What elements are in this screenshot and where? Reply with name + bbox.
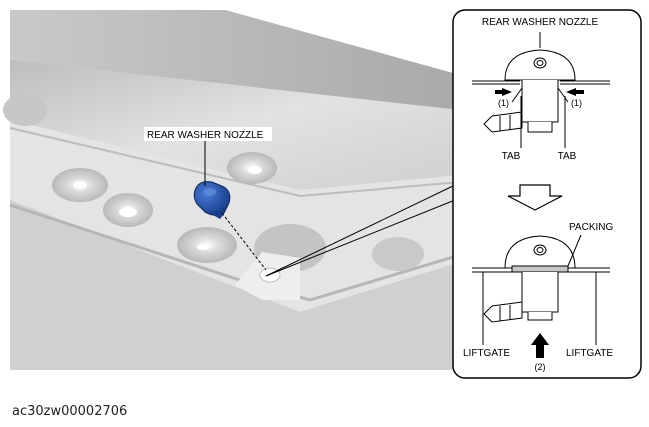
zoom-leader-1 xyxy=(265,184,456,277)
detail-bottom-drawing xyxy=(472,234,610,345)
installation-path-line xyxy=(221,212,267,271)
step-label-right: (1) xyxy=(571,98,582,108)
detail-top-drawing xyxy=(472,32,610,148)
detail-top-title: REAR WASHER NOZZLE xyxy=(482,17,599,28)
document-code: ac30zw00002706 xyxy=(12,404,128,419)
detail-top-arrows xyxy=(495,88,584,96)
push-up-arrow xyxy=(531,333,549,358)
rear-washer-nozzle-part xyxy=(193,181,231,219)
step-label-push: (2) xyxy=(535,362,546,372)
callout-label-main: REAR WASHER NOZZLE xyxy=(147,130,264,141)
tab-label-right: TAB xyxy=(558,151,577,162)
tab-label-left: TAB xyxy=(502,151,521,162)
liftgate-label-right: LIFTGATE xyxy=(566,348,613,359)
packing-label: PACKING xyxy=(569,222,613,233)
liftgate-label-left: LIFTGATE xyxy=(463,348,510,359)
zoom-leader-2 xyxy=(265,199,456,277)
step-label-left: (1) xyxy=(498,98,509,108)
callout-box-main xyxy=(144,127,272,141)
illustration: REAR WASHER NOZZLE REAR WASHER NOZZLE (1… xyxy=(3,9,642,379)
panel-holes xyxy=(3,94,424,300)
transition-arrow xyxy=(507,184,563,211)
